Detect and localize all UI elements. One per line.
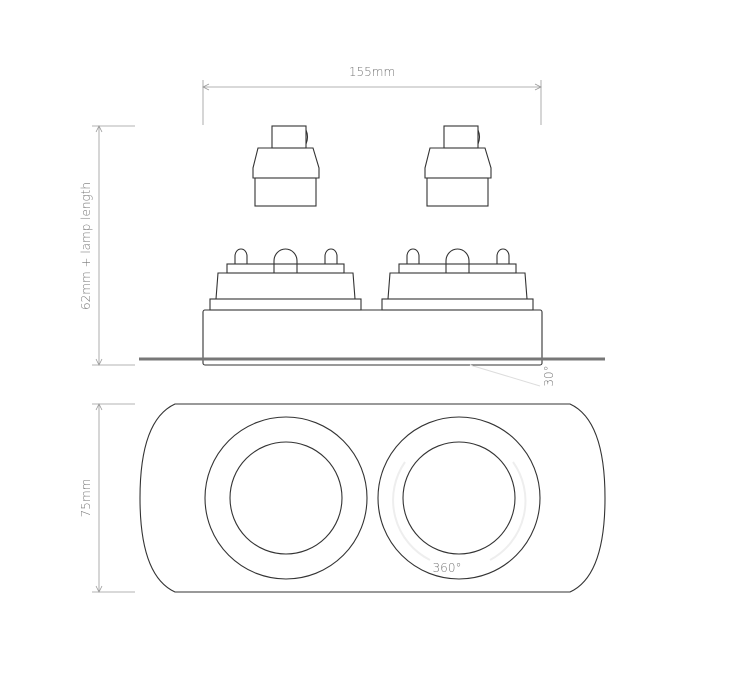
side-height-label: 62mm + lamp length: [79, 182, 93, 310]
side-height-dimension: 62mm + lamp length: [79, 125, 135, 366]
tilt-label: 30°: [542, 365, 556, 386]
fitting-side-view: 30°: [139, 248, 605, 387]
width-label: 155mm: [349, 65, 395, 79]
plan-height-label: 75mm: [79, 479, 93, 518]
module-left: [209, 248, 362, 311]
width-dimension: 155mm: [202, 65, 542, 125]
rotation-label: 360°: [433, 561, 462, 575]
lamp-right: [424, 125, 492, 207]
lamp-left: [252, 125, 320, 207]
plan-height-dimension: 75mm: [79, 403, 135, 593]
module-right: [381, 248, 534, 311]
fitting-plan-view: 360°: [139, 403, 606, 593]
